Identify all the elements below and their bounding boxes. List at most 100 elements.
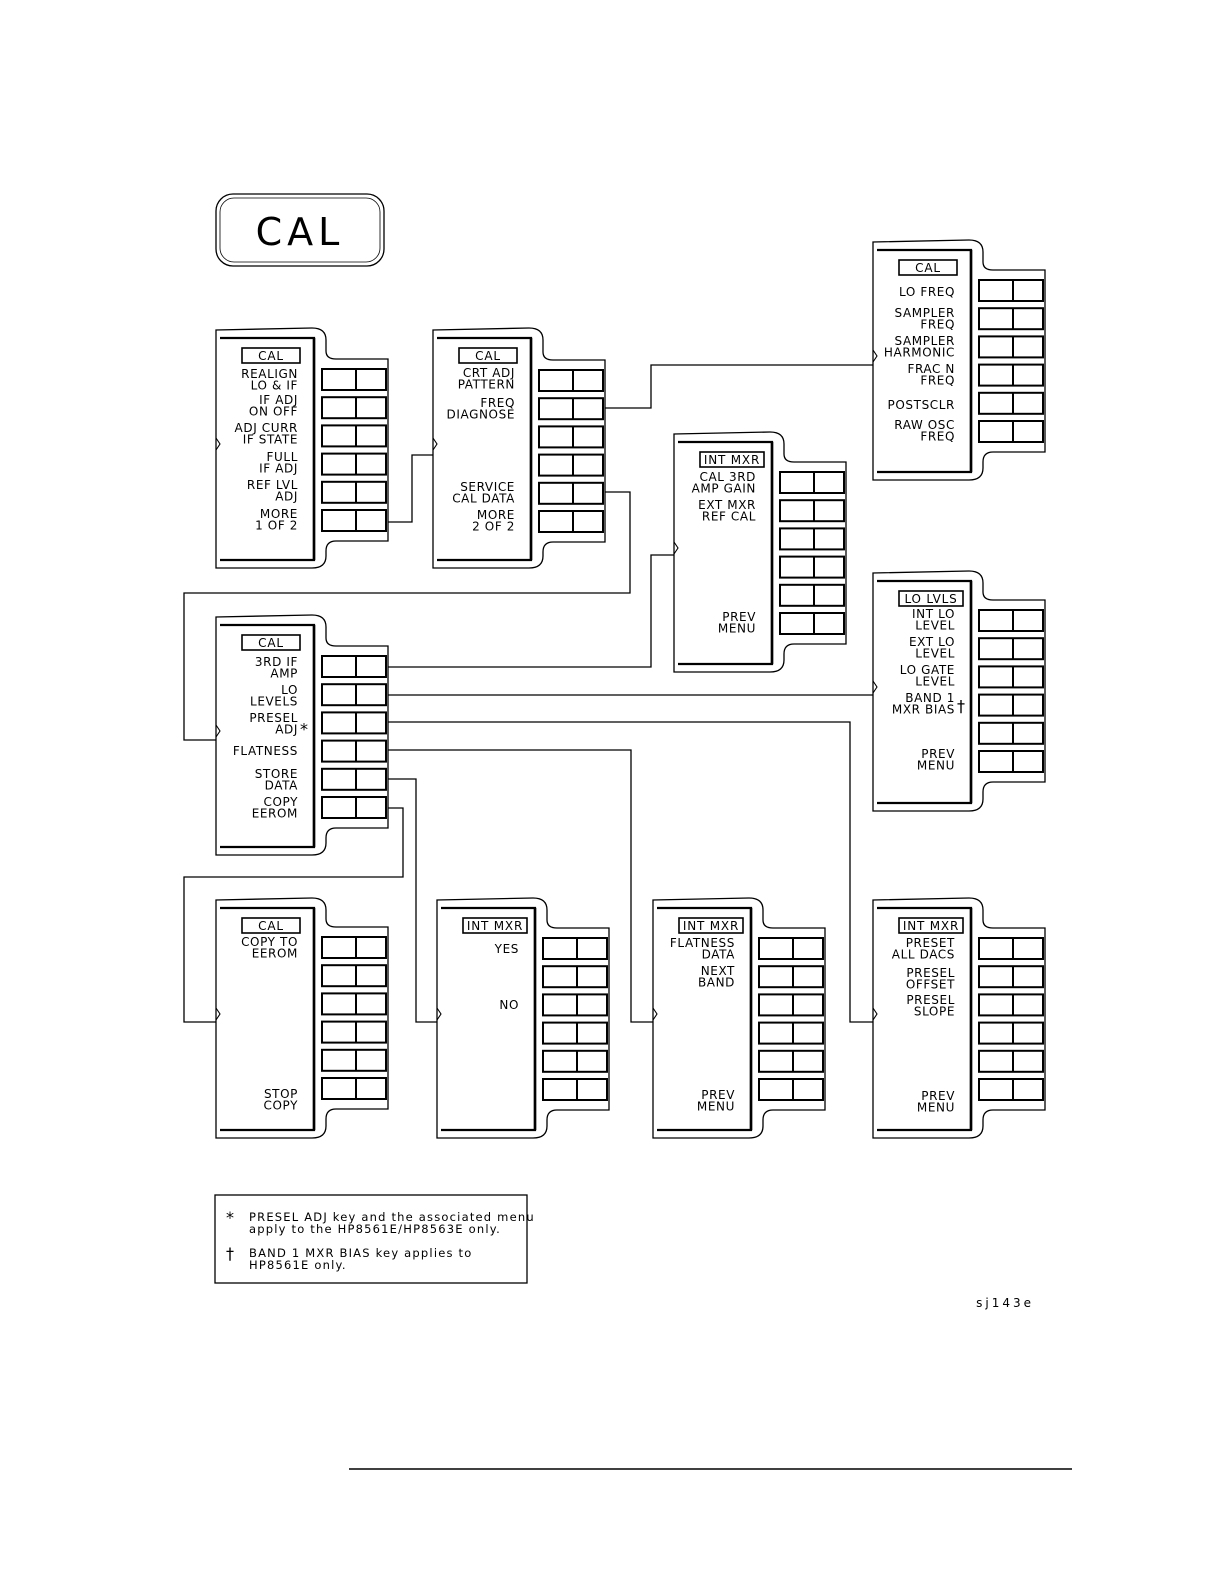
softkey-3[interactable]	[538, 425, 604, 449]
softkey-button[interactable]	[542, 1078, 608, 1101]
softkey-button[interactable]	[978, 391, 1044, 415]
softkey-button[interactable]	[978, 693, 1044, 717]
softkey-4[interactable]	[321, 739, 387, 763]
cal-hardkey[interactable]: CAL	[215, 193, 385, 267]
softkey-2[interactable]	[978, 965, 1044, 989]
softkey-4[interactable]	[978, 693, 1044, 717]
softkey-button[interactable]	[978, 1049, 1044, 1073]
softkey-button[interactable]	[542, 937, 608, 960]
softkey-button[interactable]	[978, 637, 1044, 661]
softkey-button[interactable]	[321, 683, 387, 707]
softkey-5[interactable]	[978, 721, 1044, 745]
softkey-6[interactable]	[978, 420, 1044, 443]
softkey-5[interactable]	[538, 481, 604, 505]
softkey-button[interactable]	[779, 555, 845, 579]
softkey-button[interactable]	[978, 335, 1044, 359]
softkey-button[interactable]	[758, 1021, 824, 1045]
softkey-button[interactable]	[758, 965, 824, 989]
softkey-button[interactable]	[321, 396, 387, 420]
softkey-button[interactable]	[978, 721, 1044, 745]
softkey-1[interactable]	[758, 937, 824, 960]
softkey-button[interactable]	[758, 1078, 824, 1101]
softkey-4[interactable]	[321, 452, 387, 476]
softkey-5[interactable]	[321, 480, 387, 504]
softkey-button[interactable]	[538, 397, 604, 421]
softkey-6[interactable]	[542, 1078, 608, 1101]
softkey-button[interactable]	[542, 965, 608, 989]
softkey-4[interactable]	[538, 453, 604, 477]
softkey-button[interactable]	[321, 936, 387, 959]
softkey-4[interactable]	[321, 1020, 387, 1044]
softkey-button[interactable]	[779, 612, 845, 635]
softkey-4[interactable]	[542, 1021, 608, 1045]
softkey-5[interactable]	[978, 391, 1044, 415]
softkey-5[interactable]	[779, 583, 845, 607]
softkey-button[interactable]	[779, 583, 845, 607]
softkey-6[interactable]	[779, 612, 845, 635]
softkey-button[interactable]	[321, 767, 387, 791]
softkey-2[interactable]	[538, 397, 604, 421]
softkey-button[interactable]	[321, 480, 387, 504]
softkey-3[interactable]	[321, 424, 387, 448]
softkey-button[interactable]	[538, 510, 604, 533]
softkey-button[interactable]	[758, 1049, 824, 1073]
softkey-1[interactable]	[321, 655, 387, 678]
softkey-button[interactable]	[978, 965, 1044, 989]
softkey-button[interactable]	[978, 750, 1044, 773]
softkey-3[interactable]	[542, 993, 608, 1017]
softkey-button[interactable]	[542, 1021, 608, 1045]
softkey-button[interactable]	[779, 527, 845, 551]
softkey-button[interactable]	[321, 1048, 387, 1072]
softkey-6[interactable]	[978, 1078, 1044, 1101]
softkey-button[interactable]	[542, 993, 608, 1017]
softkey-5[interactable]	[978, 1049, 1044, 1073]
softkey-button[interactable]	[321, 655, 387, 678]
softkey-3[interactable]	[758, 993, 824, 1017]
softkey-1[interactable]	[978, 279, 1044, 302]
softkey-button[interactable]	[978, 363, 1044, 387]
softkey-3[interactable]	[321, 711, 387, 735]
softkey-button[interactable]	[978, 1078, 1044, 1101]
softkey-6[interactable]	[321, 1077, 387, 1100]
softkey-button[interactable]	[978, 993, 1044, 1017]
softkey-3[interactable]	[978, 993, 1044, 1017]
softkey-1[interactable]	[779, 471, 845, 494]
softkey-6[interactable]	[321, 796, 387, 819]
softkey-1[interactable]	[978, 609, 1044, 632]
softkey-3[interactable]	[779, 527, 845, 551]
softkey-1[interactable]	[978, 937, 1044, 960]
softkey-4[interactable]	[978, 1021, 1044, 1045]
softkey-5[interactable]	[321, 767, 387, 791]
softkey-1[interactable]	[538, 369, 604, 392]
softkey-3[interactable]	[978, 335, 1044, 359]
softkey-button[interactable]	[779, 499, 845, 523]
softkey-5[interactable]	[321, 1048, 387, 1072]
softkey-6[interactable]	[538, 510, 604, 533]
softkey-button[interactable]	[321, 711, 387, 735]
softkey-button[interactable]	[538, 453, 604, 477]
softkey-1[interactable]	[321, 936, 387, 959]
softkey-4[interactable]	[758, 1021, 824, 1045]
softkey-button[interactable]	[321, 964, 387, 988]
softkey-button[interactable]	[758, 937, 824, 960]
softkey-button[interactable]	[321, 452, 387, 476]
softkey-button[interactable]	[321, 739, 387, 763]
softkey-2[interactable]	[542, 965, 608, 989]
softkey-button[interactable]	[321, 1020, 387, 1044]
softkey-button[interactable]	[978, 665, 1044, 689]
softkey-2[interactable]	[321, 964, 387, 988]
softkey-button[interactable]	[978, 279, 1044, 302]
softkey-button[interactable]	[779, 471, 845, 494]
softkey-button[interactable]	[321, 509, 387, 532]
softkey-6[interactable]	[978, 750, 1044, 773]
softkey-3[interactable]	[321, 992, 387, 1016]
softkey-2[interactable]	[978, 307, 1044, 331]
softkey-2[interactable]	[779, 499, 845, 523]
softkey-5[interactable]	[758, 1049, 824, 1073]
softkey-4[interactable]	[978, 363, 1044, 387]
softkey-button[interactable]	[978, 1021, 1044, 1045]
softkey-button[interactable]	[978, 420, 1044, 443]
softkey-2[interactable]	[978, 637, 1044, 661]
softkey-button[interactable]	[321, 1077, 387, 1100]
softkey-2[interactable]	[758, 965, 824, 989]
